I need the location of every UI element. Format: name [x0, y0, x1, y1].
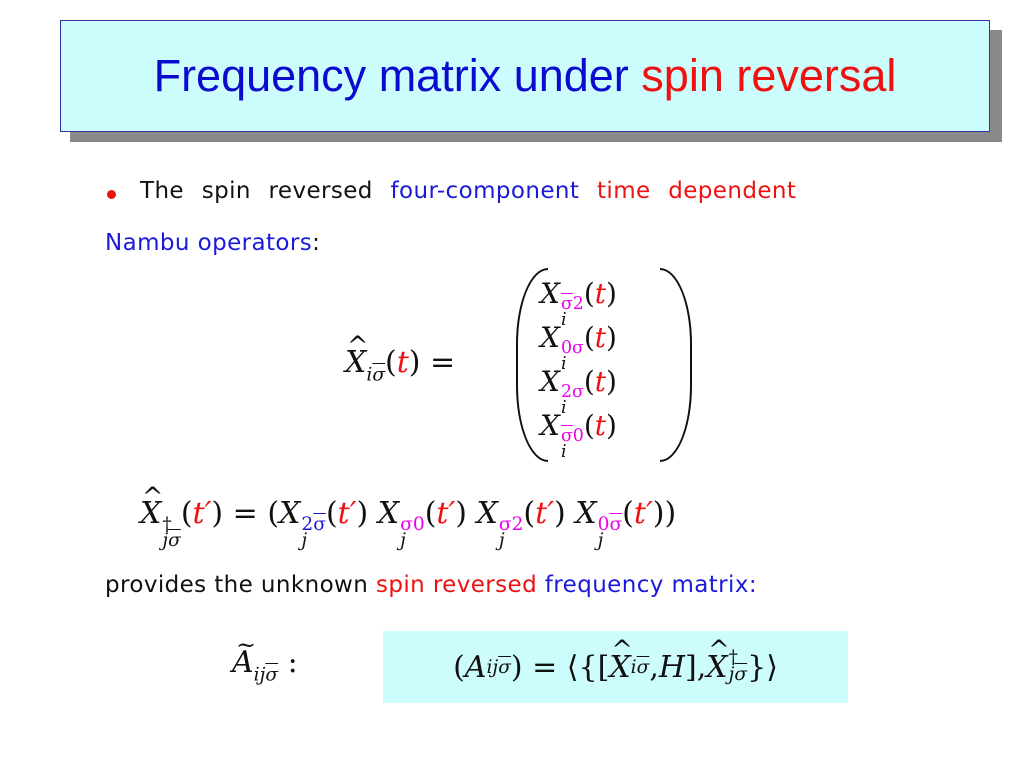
- provides-line: provides the unknown spin reversed frequ…: [105, 572, 757, 598]
- bullet-text-blue: four-component: [390, 178, 580, 204]
- colon-text: :: [312, 230, 321, 256]
- bullet-text-red: time dependent: [596, 178, 797, 204]
- title-box: Frequency matrix under spin reversal: [60, 20, 990, 132]
- bullet-dot: [107, 190, 116, 199]
- bullet-line-1: The spin reversed four-component time de…: [140, 178, 796, 204]
- provides-text-red: spin reversed: [375, 572, 538, 598]
- slide-title: Frequency matrix under spin reversal: [154, 50, 897, 102]
- equation-frequency-matrix-box: (Aijσ) = ⟨{[Xiσ, H], X†jσ}⟩: [383, 631, 848, 703]
- title-part-1: Frequency matrix under: [153, 50, 642, 101]
- provides-text: provides the unknown: [105, 572, 376, 598]
- nambu-operators-text: Nambu operators: [105, 230, 313, 256]
- bullet-text-1: The spin reversed: [140, 178, 391, 204]
- equation-a-tilde-label: Aijσ :: [232, 631, 298, 686]
- provides-text-blue: frequency matrix:: [544, 572, 757, 598]
- title-part-2: spin reversal: [641, 50, 897, 101]
- bullet-line-2: Nambu operators:: [105, 230, 320, 256]
- equation-x-vector-lhs: Xiσ(t) =: [345, 331, 455, 385]
- matrix-right-paren: [660, 268, 692, 462]
